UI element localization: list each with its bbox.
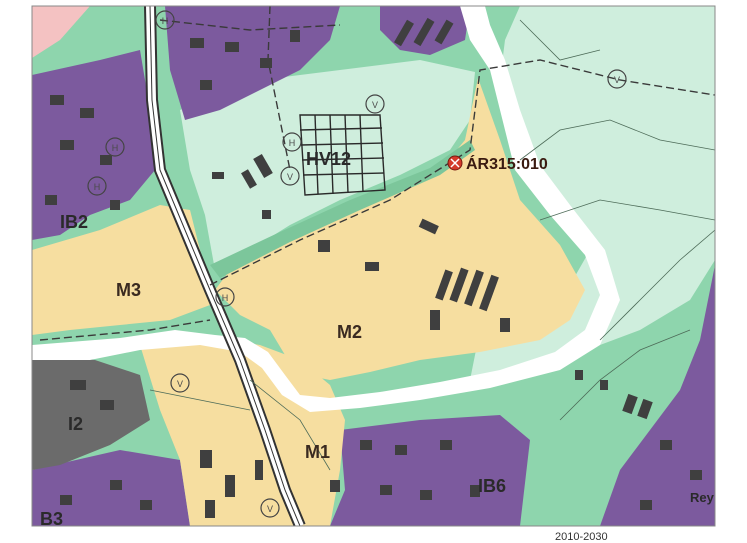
protected-symbol: V (260, 498, 280, 518)
zone-label-i2: I2 (68, 414, 83, 434)
boundary-lines (39, 6, 715, 341)
contour-lines (149, 19, 715, 471)
svg-text:H: H (222, 293, 229, 303)
svg-text:V: V (267, 504, 273, 514)
protection-symbols: V V V V V H H (87, 10, 627, 518)
mixed-use-zone-m3 (32, 205, 210, 335)
zone-label-m2: M2 (337, 322, 362, 342)
zone-label-ib6: IB6 (478, 476, 506, 496)
site-marker-label: ÁR315:010 (466, 154, 548, 173)
hamlet-symbol: H (87, 176, 107, 196)
svg-text:H: H (112, 143, 119, 153)
protected-symbol: V (365, 94, 385, 114)
green-strip (210, 140, 475, 278)
zone-label-ib2: IB2 (60, 212, 88, 232)
svg-text:V: V (372, 100, 378, 110)
hamlet-symbol: H (155, 10, 175, 30)
site-marker[interactable]: ÁR315:010 (447, 154, 548, 173)
zone-label-m1: M1 (305, 442, 330, 462)
buildings (45, 17, 702, 518)
mixed-use-zone-m1 (140, 335, 345, 526)
zone-label-m3: M3 (116, 280, 141, 300)
pink-zone-corner (32, 6, 90, 58)
residential-zone-se (600, 265, 715, 526)
hamlet-symbol: H (105, 137, 125, 157)
open-area-central (180, 60, 475, 270)
zone-label-b3: B3 (40, 509, 63, 529)
protected-symbol: V (607, 69, 627, 89)
residential-zone-s (330, 415, 530, 526)
map-frame (31, 5, 716, 527)
mixed-use-zone-m2 (215, 78, 585, 380)
hamlet-symbol: H (282, 132, 302, 152)
zone-label-hv12: HV12 (306, 149, 351, 169)
protected-symbol: V (170, 373, 190, 393)
protected-symbol: V (280, 166, 300, 186)
zone-label-rey: Rey (690, 490, 715, 505)
industrial-zone (32, 355, 150, 470)
map-caption: 2010-2030 (555, 531, 608, 543)
main-road (144, 6, 306, 526)
hv12-grid (299, 114, 386, 196)
svg-text:V: V (614, 75, 620, 85)
svg-text:H: H (94, 182, 101, 192)
svg-text:H: H (162, 16, 169, 26)
hamlet-symbol: H (215, 287, 235, 307)
svg-text:V: V (287, 172, 293, 182)
svg-text:V: V (177, 379, 183, 389)
svg-text:H: H (289, 138, 296, 148)
